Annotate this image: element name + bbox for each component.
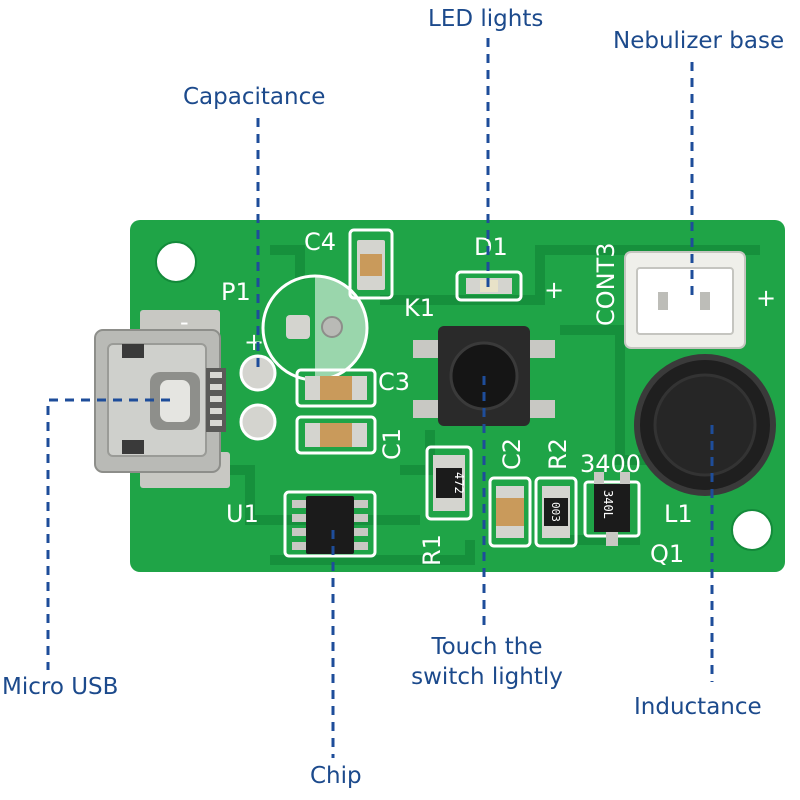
label-capacitance: Capacitance: [183, 84, 326, 110]
capacitor-footprint: [261, 274, 369, 382]
capacitor-c4: [348, 228, 394, 300]
marking-q1: 340L: [601, 490, 615, 519]
silk-plus-cap: +: [244, 328, 264, 356]
pad: [239, 354, 277, 392]
label-inductance: Inductance: [634, 694, 762, 720]
silk-minus-usb: -: [180, 308, 189, 336]
silk-k1: K1: [404, 294, 435, 322]
silk-d1: D1: [474, 233, 508, 261]
pad: [239, 403, 277, 441]
mounting-hole: [731, 509, 773, 551]
label-led-lights: LED lights: [428, 6, 544, 32]
capacitor-c1: [295, 415, 377, 455]
label-chip: Chip: [310, 763, 362, 789]
leader-lines: [46, 38, 714, 758]
micro-usb-connector-icon: [94, 310, 230, 488]
silk-p1: P1: [221, 278, 251, 306]
silk-c1: C1: [378, 428, 406, 460]
silk-plus-d1: +: [544, 276, 564, 304]
silk-3400: 3400: [580, 450, 641, 478]
marking-r2: 003: [549, 502, 562, 522]
label-nebulizer-base: Nebulizer base: [613, 28, 785, 54]
capacitor-c3: [295, 368, 377, 408]
silk-cont3: CONT3: [592, 242, 620, 326]
capacitor-c2: [488, 476, 532, 548]
resistor-r1: [425, 445, 473, 521]
silk-r1: R1: [418, 534, 446, 566]
label-micro-usb: Micro USB: [2, 674, 119, 700]
transistor-q1: [583, 472, 641, 546]
label-touch-switch-line1: Touch the: [431, 634, 543, 660]
silk-c4: C4: [304, 228, 336, 256]
coil-inductor-icon: [634, 354, 776, 496]
silk-q1: Q1: [650, 540, 684, 568]
marking-r1: 472: [452, 472, 466, 494]
label-touch-switch-line2: switch lightly: [411, 664, 563, 690]
label-touch-switch: Touch the switch lightly: [404, 632, 570, 692]
mounting-hole: [155, 241, 197, 283]
silk-plus-cont3: +: [756, 284, 776, 312]
silk-c2: C2: [498, 438, 526, 470]
silk-u1: U1: [226, 500, 259, 528]
silk-r2: R2: [544, 438, 572, 470]
sop8-chip-icon: [283, 490, 377, 558]
silk-c3: C3: [378, 368, 410, 396]
silk-l1: L1: [664, 500, 693, 528]
leader-usb: [46, 398, 170, 670]
nebulizer-connector: [624, 251, 746, 349]
resistor-r2: [534, 476, 578, 548]
